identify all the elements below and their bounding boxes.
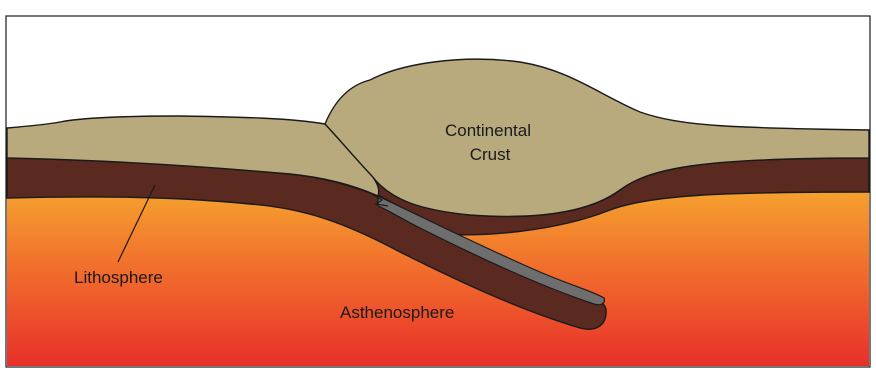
- continental-crust-label-line2: Crust: [470, 145, 511, 164]
- lithosphere-label: Lithosphere: [74, 268, 163, 287]
- asthenosphere-label: Asthenosphere: [340, 303, 454, 322]
- continental-crust-label-line1: Continental: [445, 121, 531, 140]
